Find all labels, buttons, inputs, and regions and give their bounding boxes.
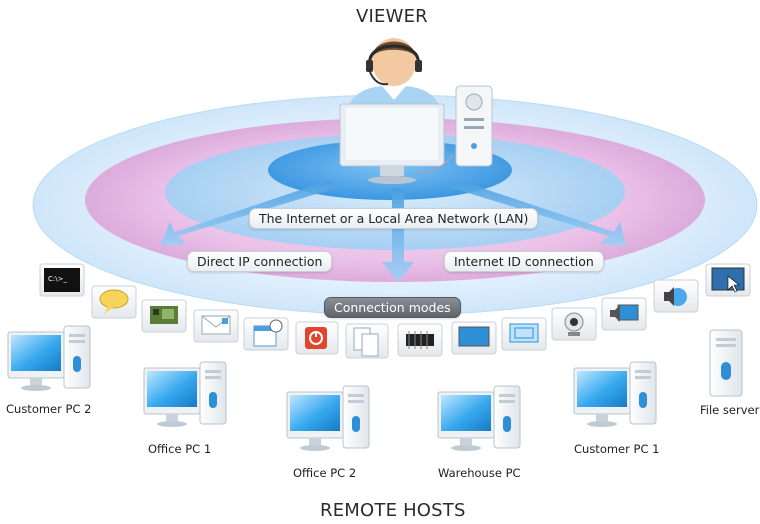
arrow-center (382, 188, 414, 282)
chat-icon (91, 285, 137, 319)
host-label-customer-pc-1: Customer PC 1 (574, 442, 660, 456)
monitor-icon (451, 321, 497, 355)
audio-icon (653, 279, 699, 313)
mail-icon (193, 309, 239, 343)
remote-hosts-title: REMOTE HOSTS (320, 500, 466, 521)
host-label-office-pc-2: Office PC 2 (293, 466, 357, 480)
connection-mode-icons: C:\>_ (39, 263, 751, 359)
network-card-icon (141, 299, 187, 333)
viewer-workstation (339, 38, 493, 184)
arrow-left (160, 180, 336, 246)
host-label-office-pc-1: Office PC 1 (148, 442, 212, 456)
viewer-tower-icon (455, 85, 493, 167)
host-file-server-icon (709, 329, 743, 397)
host-label-customer-pc-2: Customer PC 2 (6, 402, 92, 416)
network-label: The Internet or a Local Area Network (LA… (249, 208, 539, 229)
svg-text:C:\>_: C:\>_ (48, 275, 67, 283)
host-label-file-server: File server (700, 403, 760, 417)
power-icon (295, 321, 339, 355)
remote-desktop-icon (705, 263, 751, 297)
viewer-title: VIEWER (356, 6, 428, 27)
terminal-icon: C:\>_ (39, 263, 85, 297)
speaker-monitor-icon (601, 297, 647, 331)
screen-share-icon (501, 317, 547, 351)
host-warehouse-pc-icon (437, 385, 521, 452)
host-office-pc-1-icon (143, 361, 227, 428)
chip-icon (397, 323, 443, 357)
internet-id-label: Internet ID connection (444, 251, 604, 272)
viewer-monitor-icon (339, 103, 445, 184)
webcam-icon (551, 307, 597, 341)
connection-modes-label: Connection modes (324, 297, 461, 318)
documents-icon (345, 323, 389, 359)
host-customer-pc-1-icon (573, 361, 657, 428)
arrow-right (452, 180, 626, 246)
host-customer-pc-2-icon (7, 325, 91, 392)
host-office-pc-2-icon (286, 385, 370, 452)
host-label-warehouse-pc: Warehouse PC (438, 466, 521, 480)
direct-ip-label: Direct IP connection (187, 251, 333, 272)
calendar-clock-icon (243, 317, 289, 351)
